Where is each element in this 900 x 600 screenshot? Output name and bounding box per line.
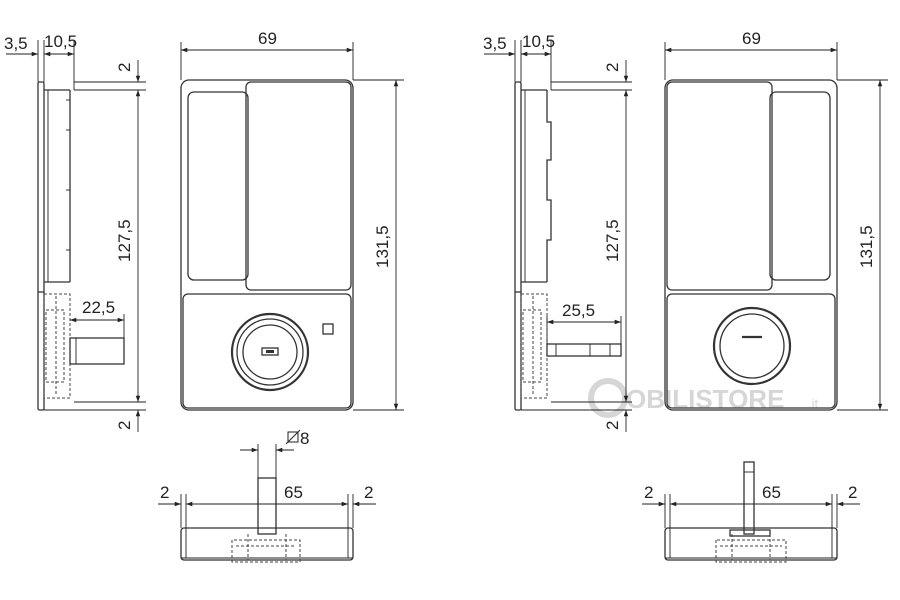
right-front-view xyxy=(664,79,838,411)
bottom-right-gap-left-label: 2 xyxy=(644,483,653,502)
left-front-dimensions: 69 131,5 xyxy=(180,29,404,411)
left-side-view xyxy=(37,81,125,411)
right-front-height-label: 131,5 xyxy=(857,225,876,268)
bottom-left-width-label: 65 xyxy=(284,483,303,502)
left-side-thickness-label: 3,5 xyxy=(4,34,28,53)
watermark-logo: OBILISTORE .it xyxy=(588,378,819,418)
right-inner-height-label: 127,5 xyxy=(603,219,622,262)
watermark-brand: OBILISTORE xyxy=(626,384,784,414)
right-side-view xyxy=(514,81,622,411)
right-front-dimensions: 69 131,5 xyxy=(664,29,888,411)
left-front-view xyxy=(180,79,354,411)
watermark-suffix: .it xyxy=(808,396,819,411)
right-side-depth-label: 10,5 xyxy=(522,32,555,51)
right-top-gap-label: 2 xyxy=(603,63,622,72)
right-front-width-label: 69 xyxy=(742,29,761,48)
left-bottom-gap-label: 2 xyxy=(115,421,134,430)
left-side-depth-label: 10,5 xyxy=(44,32,77,51)
bottom-left-gap-right-label: 2 xyxy=(364,483,373,502)
left-front-width-label: 69 xyxy=(258,29,277,48)
bottom-left-gap-left-label: 2 xyxy=(160,483,169,502)
bottom-right-width-label: 65 xyxy=(762,483,781,502)
bottom-right-view xyxy=(664,461,838,563)
right-side-dimensions: 3,5 10,5 2 127,5 2 25,5 xyxy=(483,32,632,432)
right-bottom-gap-label: 2 xyxy=(603,421,622,430)
bottom-left-square-label: 8 xyxy=(300,429,309,448)
left-spindle-length-label: 22,5 xyxy=(82,298,115,317)
right-side-thickness-label: 3,5 xyxy=(483,34,507,53)
left-inner-height-label: 127,5 xyxy=(115,219,134,262)
left-top-gap-label: 2 xyxy=(115,63,134,72)
left-side-dimensions: 3,5 10,5 2 127,5 2 22,5 xyxy=(4,32,146,432)
bottom-left-dimensions: 8 2 65 2 xyxy=(158,429,376,528)
bottom-left-view xyxy=(180,477,354,563)
square-symbol xyxy=(285,429,301,445)
left-front-height-label: 131,5 xyxy=(373,225,392,268)
bottom-right-dimensions: 2 65 2 xyxy=(642,483,860,528)
bottom-right-gap-right-label: 2 xyxy=(848,483,857,502)
right-spindle-length-label: 25,5 xyxy=(562,301,595,320)
